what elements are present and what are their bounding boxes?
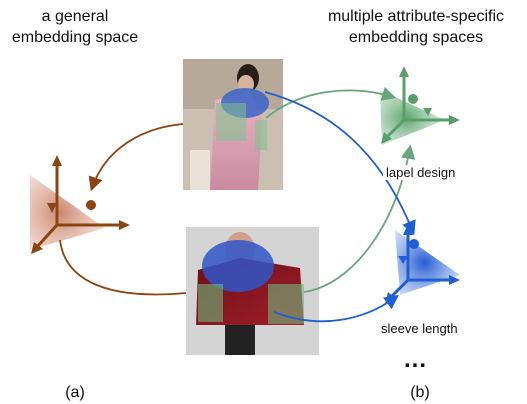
- attr-label-lapel: lapel design: [383, 165, 459, 180]
- right-title: multiple attribute-specific embedding sp…: [305, 6, 527, 48]
- photo-top: [183, 59, 283, 190]
- arrow-bottom-to-general: [59, 239, 187, 296]
- left-title-line1: a general: [41, 8, 109, 25]
- general-embedding-space: [30, 155, 130, 254]
- sleeve-embedding-space: [385, 224, 460, 304]
- arrow-top-to-lapel: [265, 86, 397, 119]
- lapel-embedding-space: [380, 66, 460, 145]
- photo-bottom: [186, 227, 319, 355]
- panel-label-b: (b): [410, 384, 430, 401]
- right-title-line1: multiple attribute-specific: [327, 8, 505, 25]
- right-title-line2: embedding spaces: [348, 29, 484, 46]
- more-spaces-ellipsis: ...: [404, 346, 428, 373]
- panel-label-a: (a): [65, 384, 85, 401]
- arrow-bottom-to-sleeve: [273, 294, 399, 323]
- arrow-top-to-general: [88, 123, 184, 192]
- left-title: a general embedding space: [0, 6, 150, 48]
- attr-label-sleeve: sleeve length: [378, 321, 461, 336]
- arrow-top-to-sleeve: [264, 91, 416, 236]
- left-title-line2: embedding space: [11, 29, 139, 46]
